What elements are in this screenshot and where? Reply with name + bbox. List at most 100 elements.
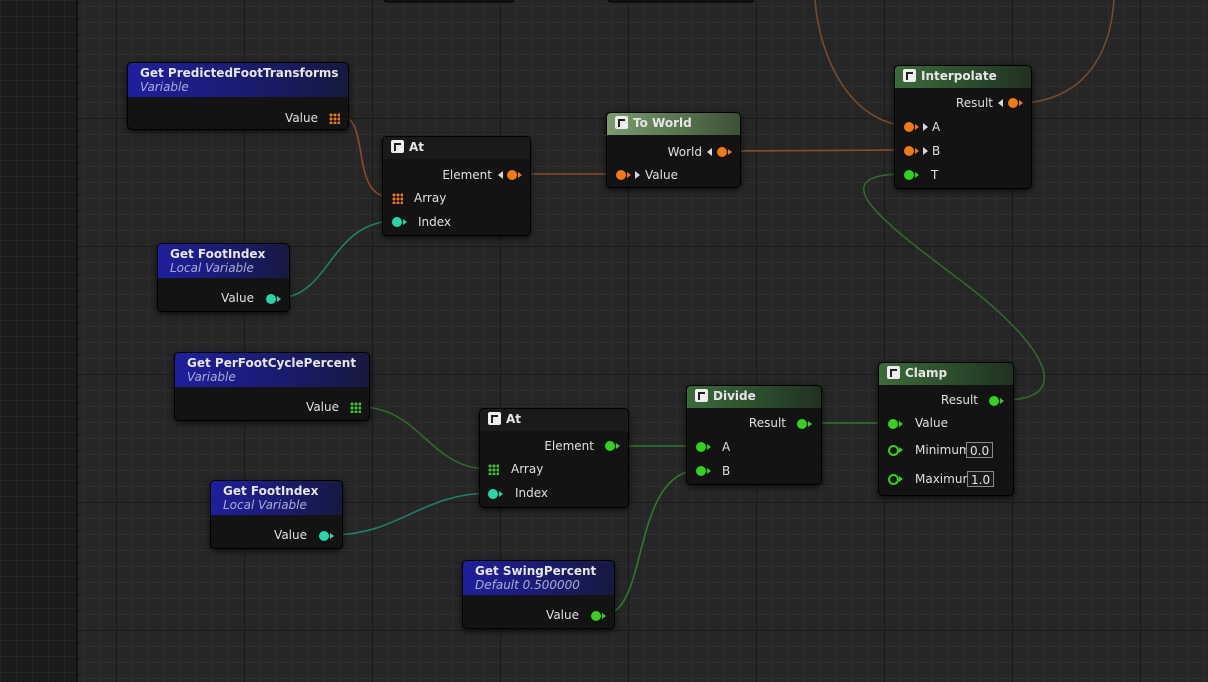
t-input-pin[interactable] <box>904 170 914 180</box>
result-pin-label: Result <box>748 416 786 430</box>
node-title: Get PerFootCyclePercent <box>187 356 357 370</box>
a-pin-label: A <box>722 440 731 454</box>
pin-arrow-icon <box>602 613 606 619</box>
struct-expand-icon[interactable] <box>998 99 1003 107</box>
array-pin-label: Array <box>414 191 447 205</box>
wire-perfoot-to-array <box>359 406 489 470</box>
a-input-pin[interactable] <box>904 122 914 132</box>
node-title: To World <box>633 116 692 130</box>
pin-arrow-icon <box>1019 100 1023 106</box>
maximum-value-input[interactable]: 1.0 <box>967 471 995 487</box>
pin-arrow-icon <box>277 296 281 302</box>
minimum-value-input[interactable]: 0.0 <box>966 442 994 458</box>
value-input-pin[interactable] <box>616 170 626 180</box>
node-at-array-bottom[interactable]: At Element Array Index <box>479 408 629 508</box>
a-input-pin[interactable] <box>696 442 706 452</box>
pin-arrow-icon <box>518 172 522 178</box>
node-get-predicted-foot-transforms[interactable]: Get PredictedFootTransforms Variable Val… <box>127 62 349 130</box>
wire-swing-to-b <box>602 469 701 616</box>
node-header: To World <box>607 113 740 135</box>
result-pin-label: Result <box>955 96 993 110</box>
node-title: Get FootIndex <box>223 484 319 498</box>
node-header: Get FootIndex Local Variable <box>211 481 342 515</box>
array-pin-label: Array <box>511 462 544 476</box>
result-pin-label: Result <box>940 393 978 407</box>
value-output-pin[interactable] <box>591 611 601 621</box>
pin-arrow-icon <box>915 148 919 154</box>
minimum-pin-label: Minimum <box>915 443 971 457</box>
index-input-pin[interactable] <box>392 217 402 227</box>
node-header: Clamp <box>879 363 1013 385</box>
node-title: Interpolate <box>921 69 997 83</box>
value-output-pin[interactable] <box>266 294 276 304</box>
node-title: Get FootIndex <box>170 247 266 261</box>
value-pin-label: Value <box>546 608 579 622</box>
node-get-foot-index-2[interactable]: Get FootIndex Local Variable Value <box>210 480 343 549</box>
pin-arrow-icon <box>403 219 407 225</box>
struct-expand-icon[interactable] <box>707 148 712 156</box>
maximum-pin-label: Maximum <box>915 472 975 486</box>
node-header: Get PerFootCyclePercent Variable <box>175 353 369 387</box>
node-subtitle: Local Variable <box>223 498 307 512</box>
struct-expand-icon[interactable] <box>498 171 503 179</box>
value-pin-label: Value <box>274 528 307 542</box>
value-input-pin[interactable] <box>888 419 898 429</box>
pin-arrow-icon <box>915 124 919 130</box>
pin-arrow-icon <box>707 444 711 450</box>
element-pin-label: Element <box>442 168 492 182</box>
node-header: Get PredictedFootTransforms Variable <box>128 63 348 97</box>
node-clamp[interactable]: Clamp Result Value Minimum 0.0 Maximum 1… <box>878 362 1014 496</box>
array-grid-icon[interactable] <box>350 402 361 413</box>
b-input-pin[interactable] <box>904 146 914 156</box>
node-interpolate[interactable]: Interpolate Result A B T <box>894 65 1032 189</box>
pin-arrow-icon <box>616 443 620 449</box>
result-output-pin[interactable] <box>797 419 807 429</box>
node-title: At <box>409 140 425 154</box>
value-pin-label: Value <box>306 400 339 414</box>
b-input-pin[interactable] <box>696 466 706 476</box>
wire-clamp-to-t <box>862 173 1046 401</box>
value-output-pin[interactable] <box>319 531 329 541</box>
node-subtitle: Variable <box>140 80 189 94</box>
node-subtitle: Default 0.500000 <box>475 578 580 592</box>
minimum-input-pin[interactable] <box>888 445 899 456</box>
result-output-pin[interactable] <box>989 396 999 406</box>
function-icon <box>615 116 628 129</box>
struct-expand-icon[interactable] <box>635 171 640 179</box>
node-header: Divide <box>687 386 821 408</box>
function-icon <box>488 412 501 425</box>
struct-expand-icon[interactable] <box>923 123 928 131</box>
index-input-pin[interactable] <box>488 489 498 499</box>
node-get-foot-index-1[interactable]: Get FootIndex Local Variable Value <box>157 243 290 312</box>
pin-arrow-icon <box>899 447 903 453</box>
node-divide[interactable]: Divide Result A B <box>686 385 822 485</box>
pin-arrow-icon <box>728 149 732 155</box>
pin-arrow-icon <box>330 533 334 539</box>
result-output-pin[interactable] <box>1008 98 1018 108</box>
element-output-pin[interactable] <box>605 441 615 451</box>
node-at-array-top[interactable]: At Element Array Index <box>382 136 531 236</box>
node-subtitle: Variable <box>187 370 236 384</box>
pin-arrow-icon <box>499 491 503 497</box>
node-header: At <box>480 409 628 431</box>
wire-predicted-to-array <box>341 116 391 198</box>
element-output-pin[interactable] <box>507 170 517 180</box>
array-grid-icon[interactable] <box>488 464 499 475</box>
node-get-per-foot-cycle-percent[interactable]: Get PerFootCyclePercent Variable Value <box>174 352 370 421</box>
b-pin-label: B <box>722 464 731 478</box>
node-get-swing-percent[interactable]: Get SwingPercent Default 0.500000 Value <box>462 560 615 629</box>
node-to-world[interactable]: To World World Value <box>606 112 741 188</box>
world-output-pin[interactable] <box>717 147 727 157</box>
array-grid-icon[interactable] <box>392 193 403 204</box>
node-title: Clamp <box>905 366 948 380</box>
value-pin-label: Value <box>915 416 948 430</box>
pin-arrow-icon <box>899 421 903 427</box>
index-pin-label: Index <box>418 215 452 229</box>
pin-arrow-icon <box>899 476 903 482</box>
node-header: Interpolate <box>895 66 1031 88</box>
maximum-input-pin[interactable] <box>888 474 899 485</box>
array-grid-icon[interactable] <box>329 113 340 124</box>
value-pin-label: Value <box>285 111 318 125</box>
struct-expand-icon[interactable] <box>923 147 928 155</box>
